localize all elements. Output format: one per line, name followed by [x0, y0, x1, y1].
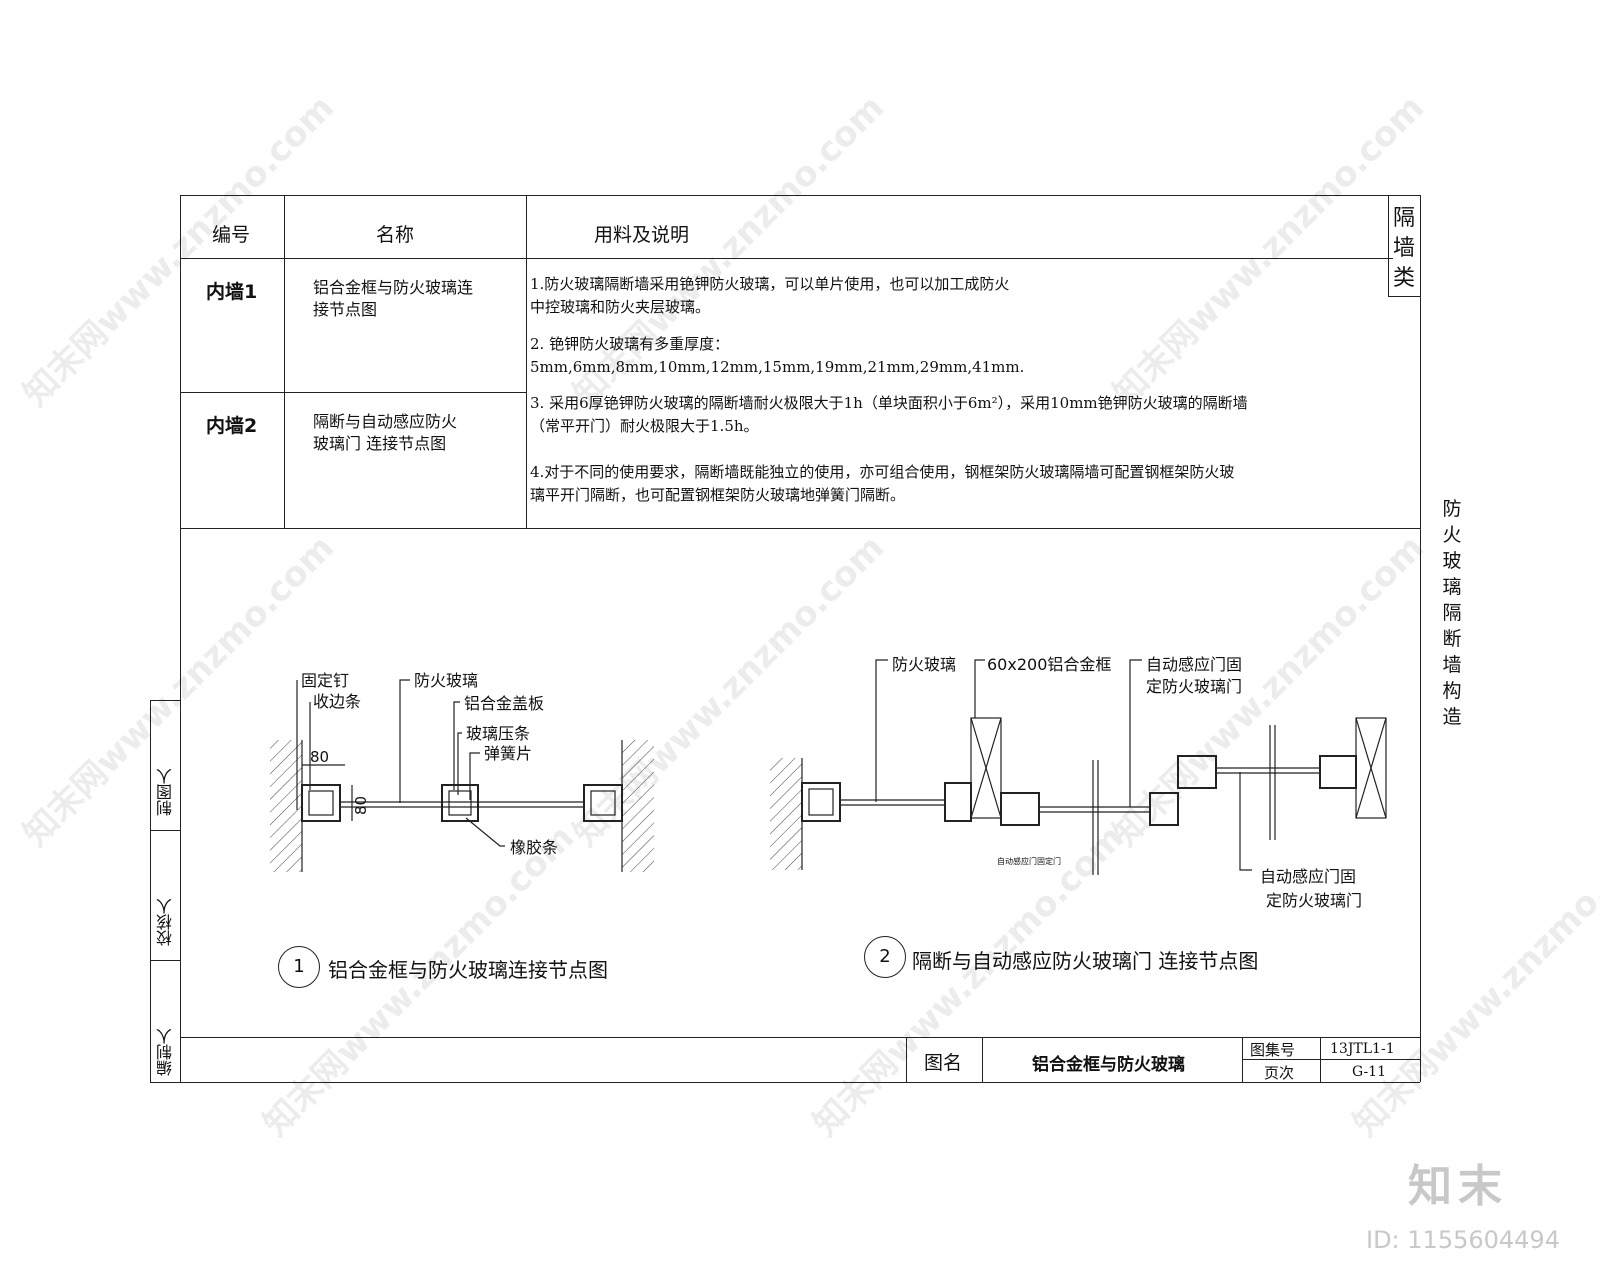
label-door-b-line2: 定防火玻璃门: [1266, 891, 1363, 910]
detail-2-title: 隔断与自动感应防火玻璃门 连接节点图: [912, 949, 1259, 973]
header-description: 用料及说明: [594, 224, 690, 246]
label-door-a-line1: 自动感应门固: [1146, 655, 1243, 674]
dimension-height: 80: [352, 795, 370, 815]
title-block-name-value: 铝合金框与防火玻璃: [1032, 1055, 1185, 1075]
label-aluminum-frame: 60x200铝合金框: [987, 655, 1112, 674]
label-door-b-line1: 自动感应门固: [1260, 867, 1357, 886]
label-fixing-nail: 固定钉: [301, 671, 350, 690]
brand-logo: 知末: [1408, 1161, 1508, 1212]
category-char: 墙: [1392, 236, 1415, 261]
title-block-page-label: 页次: [1264, 1064, 1295, 1082]
title-block-name-label: 图名: [924, 1052, 963, 1074]
detail-1-number: 1: [278, 946, 320, 988]
note-line: 4.对于不同的使用要求，隔断墙既能独立的使用，亦可组合使用，钢框架防火玻璃隔墙可…: [530, 463, 1235, 481]
label-door-a-line2: 定防火玻璃门: [1146, 677, 1243, 696]
label-fire-glass: 防火玻璃: [414, 671, 479, 690]
image-id: ID: 1155604494: [1366, 1226, 1560, 1254]
row-name: 铝合金框与防火玻璃连接节点图: [313, 278, 474, 319]
label-rubber-strip: 橡胶条: [510, 838, 559, 857]
label-glass-bead: 玻璃压条: [466, 724, 531, 743]
note-line: 中控玻璃和防火夹层玻璃。: [530, 298, 711, 316]
side-title: 防火玻璃隔断墙构造: [1442, 498, 1462, 728]
header-name: 名称: [376, 224, 415, 246]
note-line: 5mm,6mm,8mm,10mm,12mm,15mm,19mm,21mm,29m…: [530, 358, 1025, 376]
note-line: 3. 采用6厚铯钾防火玻璃的隔断墙耐火极限大于1h（单块面积小于6m²），采用1…: [530, 394, 1248, 412]
note-line: 璃平开门隔断，也可配置钢框架防火玻璃地弹簧门隔断。: [530, 486, 906, 504]
label-small-note: 自动感应门固定门: [997, 857, 1061, 866]
label-aluminum-cover: 铝合金盖板: [464, 694, 545, 713]
title-block-atlas-value: 13JTL1-1: [1330, 1041, 1395, 1057]
row-name: 隔断与自动感应防火玻璃门 连接节点图: [313, 412, 458, 453]
label-fire-glass-2: 防火玻璃: [892, 655, 957, 674]
title-block-page-value: G-11: [1352, 1064, 1386, 1080]
note-line: 2. 铯钾防火玻璃有多重厚度：: [530, 335, 730, 353]
detail-2-geometry: [770, 659, 1387, 875]
category-char: 隔: [1392, 206, 1415, 231]
detail-2-number: 2: [864, 936, 906, 978]
row-code: 内墙2: [206, 415, 258, 437]
note-line: 1.防火玻璃隔断墙采用铯钾防火玻璃，可以单片使用，也可以加工成防火: [530, 275, 1010, 293]
row-code: 内墙1: [206, 281, 258, 303]
label-spring-plate: 弹簧片: [484, 744, 533, 763]
note-line: （常平开门）耐火极限大于1.5h。: [530, 417, 759, 435]
detail-1-title: 铝合金框与防火玻璃连接节点图: [328, 958, 608, 982]
dimension-width: 80: [310, 748, 330, 766]
detail-1-geometry: [270, 679, 654, 872]
header-code: 编号: [212, 224, 251, 246]
label-edge-strip: 收边条: [313, 692, 362, 711]
title-block-atlas-label: 图集号: [1250, 1041, 1296, 1059]
category-char: 类: [1392, 266, 1415, 291]
